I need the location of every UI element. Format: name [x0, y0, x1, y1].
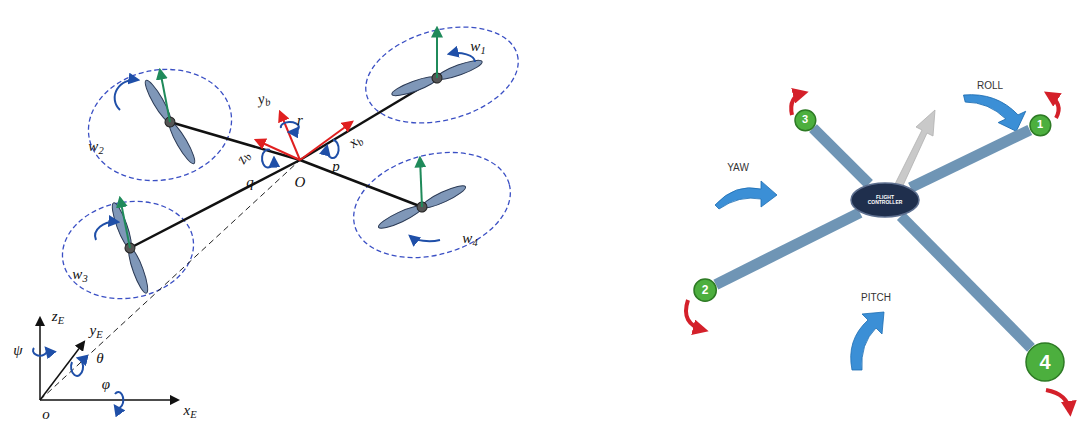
axis-symbol: r	[297, 113, 303, 128]
thrust-arrow	[420, 158, 422, 207]
axis-symbol: w1	[470, 39, 485, 57]
axis-symbol: q	[246, 175, 254, 190]
motor-circle: 2	[693, 278, 717, 302]
axis-symbol: w3	[72, 267, 87, 285]
thrust-arrow	[436, 28, 438, 78]
frame-arm	[716, 213, 860, 285]
axis-symbol: yb	[257, 90, 272, 109]
axis-symbol: xb	[346, 131, 366, 152]
axis-symbol: p	[332, 159, 340, 174]
axis-symbol: O	[295, 175, 306, 190]
thrust-arrow	[160, 70, 170, 122]
axis-symbol: o	[42, 407, 50, 422]
control-label: YAW	[727, 163, 749, 173]
axis-symbol: θ	[96, 351, 103, 366]
axis-symbol: ψ	[13, 343, 22, 358]
motor-circle: 3	[794, 109, 817, 132]
motor-number: 3	[802, 114, 808, 126]
motor-circle: 4	[1025, 342, 1065, 382]
motor-number: 4	[1039, 352, 1050, 373]
axis-symbol: zb	[234, 149, 255, 167]
controller-label: FLIGHT CONTROLLER	[865, 195, 905, 206]
motor-number: 1	[1037, 119, 1043, 131]
axis-symbol: w4	[462, 231, 477, 249]
frame-arm	[910, 130, 1029, 188]
thrust-arrow	[120, 198, 130, 248]
axis-symbol: yE	[89, 323, 102, 341]
control-label: ROLL	[977, 81, 1003, 91]
quadrotor-frame	[33, 11, 529, 408]
axis-symbol: zE	[52, 309, 64, 327]
axis-symbol: xE	[183, 403, 196, 421]
axis-symbol: w2	[88, 139, 103, 157]
frame-arm	[813, 128, 869, 184]
control-label: PITCH	[861, 293, 891, 303]
axis-symbol: φ	[102, 377, 110, 392]
controller-ellipse: FLIGHT CONTROLLER	[850, 182, 920, 218]
motor-circle: 1	[1029, 114, 1052, 137]
frame-arm	[901, 216, 1031, 348]
flight-controls-illustration	[686, 88, 1070, 412]
motor-number: 2	[702, 284, 709, 297]
